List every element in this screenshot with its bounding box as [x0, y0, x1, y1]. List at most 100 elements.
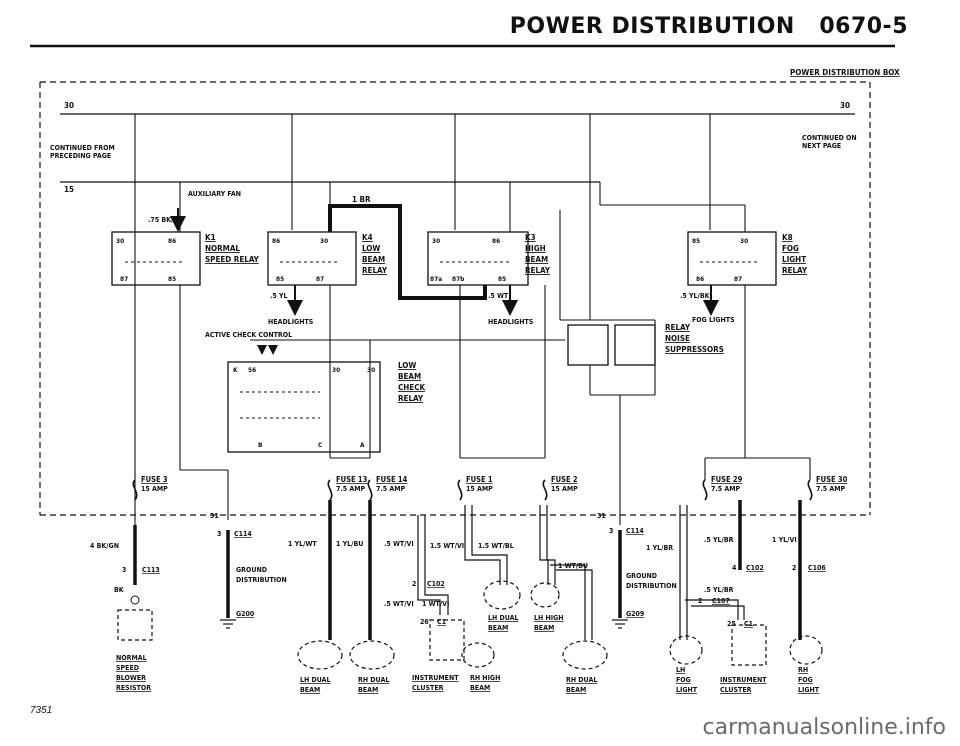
- ground-g209: G209: [626, 610, 644, 618]
- page-header: POWER DISTRIBUTION 0670-5: [510, 14, 908, 39]
- k8-id: K8: [782, 233, 793, 242]
- lh-dual-low-beam-shape: [297, 640, 343, 670]
- ground-2-line2: DISTRIBUTION: [626, 582, 677, 590]
- k4-pin-85: 85: [276, 275, 284, 283]
- k3-name-1: HIGH: [525, 244, 546, 253]
- k8-name-1: FOG: [782, 244, 799, 253]
- jumper-1br-wire: [328, 204, 487, 300]
- rh-dual-low2-label-2: BEAM: [566, 686, 586, 694]
- rh-fog-label-1: RH: [798, 666, 808, 674]
- noise-suppressor-2: [614, 324, 656, 366]
- pin31b-label: 31: [597, 512, 606, 520]
- bus-lines: [60, 113, 855, 183]
- ground-g200: G200: [236, 610, 255, 618]
- inst2-label-1: INSTRUMENT: [720, 676, 767, 684]
- fuse-name: FUSE 30: [816, 475, 848, 484]
- wire-5ylbk-label: .5 YL/BK: [680, 292, 711, 300]
- wire-ylvi1-label: 1 YL/VI: [772, 536, 797, 544]
- c113-pin: 3: [122, 566, 126, 574]
- c1b-pin: 25: [727, 620, 736, 628]
- c102a-pin: 2: [412, 580, 416, 588]
- blower-connector-circle: [130, 595, 140, 605]
- headlights-left-arrow: [287, 300, 303, 316]
- fuse-symbol: [457, 479, 463, 501]
- k4-pin-87: 87: [316, 275, 324, 283]
- fuse-symbol: [542, 479, 548, 501]
- k3-id: K3: [525, 233, 536, 242]
- pin31a-label: 31: [210, 512, 219, 520]
- lh-dual-high-label-2: BEAM: [488, 624, 508, 632]
- wire-1br-label: 1 BR: [352, 195, 371, 204]
- k3-pin-86: 86: [492, 237, 500, 245]
- rh-dual-low-label-1: RH DUAL: [358, 676, 389, 684]
- lbc-pin-56: 56: [248, 366, 256, 374]
- rh-dual-low-label-2: BEAM: [358, 686, 378, 694]
- wire-bk-label: BK: [114, 586, 125, 594]
- rh-dual-low2-label-1: RH DUAL: [566, 676, 597, 684]
- lh-dual-high-beam-shape: [483, 580, 521, 610]
- fuse-amp: 7.5 AMP: [711, 485, 740, 493]
- relay-boxes: [111, 231, 777, 453]
- check-control-arrow-1: [257, 345, 267, 355]
- watermark: carmanualsonline.info: [702, 715, 946, 740]
- lbc-name-3: CHECK: [398, 383, 426, 392]
- rh-high-label-2: BEAM: [470, 684, 490, 692]
- fuse-name: FUSE 2: [551, 475, 578, 484]
- k4-id: K4: [362, 233, 373, 242]
- continued-on-1: CONTINUED ON: [802, 134, 857, 142]
- lh-fog-label-1: LH: [676, 666, 685, 674]
- wire-ylbr5-label: .5 YL/BR: [704, 536, 734, 544]
- k3-name-3: RELAY: [525, 266, 551, 275]
- relay-k3-box: [427, 231, 529, 286]
- ground-symbols: [220, 619, 628, 629]
- k1-pin-85: 85: [168, 275, 176, 283]
- noise-label-2: NOISE: [665, 334, 690, 343]
- k4-pin-30: 30: [320, 237, 328, 245]
- k8-name-2: LIGHT: [782, 255, 806, 264]
- k8-name-3: RELAY: [782, 266, 808, 275]
- k3-pin-85: 85: [498, 275, 506, 283]
- blower-label-3: BLOWER: [116, 674, 146, 682]
- continued-from-2: PRECEDING PAGE: [50, 152, 111, 160]
- c114a-pin: 3: [217, 530, 221, 538]
- wire-wtvi5-label: .5 WT/VI: [384, 540, 414, 548]
- wire-ylbr5b-label: .5 YL/BR: [704, 586, 734, 594]
- fuse-symbol: [132, 479, 138, 501]
- instrument-cluster-1-shape: [429, 619, 465, 661]
- harness-wires: [133, 500, 802, 640]
- bus-15-label: 15: [64, 185, 74, 194]
- lh-high-label-2: BEAM: [534, 624, 554, 632]
- noise-label-3: SUPPRESSORS: [665, 345, 724, 354]
- continued-from-1: CONTINUED FROM: [50, 144, 115, 152]
- wire-5yl-label: .5 YL: [270, 292, 288, 300]
- headlights-right-arrow: [502, 300, 518, 316]
- blower-label-1: NORMAL: [116, 654, 147, 662]
- rh-fog-label-2: FOG: [798, 676, 813, 684]
- k8-pin-85: 85: [692, 237, 700, 245]
- blower-label-4: RESISTOR: [116, 684, 151, 692]
- rh-fog-light-shape: [789, 635, 823, 665]
- noise-suppressor-1: [567, 324, 609, 366]
- c114b-label: C114: [626, 527, 644, 535]
- fog-lights-arrow: [703, 300, 719, 316]
- box-title: POWER DISTRIBUTION BOX: [790, 68, 900, 77]
- c107-label: C107: [712, 597, 730, 605]
- k4-name-3: RELAY: [362, 266, 388, 275]
- fuse-name: FUSE 14: [376, 475, 408, 484]
- fuse-name: FUSE 3: [141, 475, 168, 484]
- rh-high-label-1: RH HIGH: [470, 674, 500, 682]
- continued-on-2: NEXT PAGE: [802, 142, 841, 150]
- low-beam-check-relay-box: [227, 361, 381, 453]
- lbc-pin-a: A: [360, 441, 365, 449]
- fuse-symbol: [327, 479, 333, 501]
- bus-30-right-label: 30: [840, 101, 850, 110]
- wire-5wt-label: .5 WT: [488, 292, 509, 300]
- aux-fan-label: AUXILIARY FAN: [188, 190, 241, 198]
- fuse-symbol: [807, 479, 813, 501]
- distribution-box-outline: [39, 81, 871, 516]
- lbc-name-2: BEAM: [398, 372, 421, 381]
- rh-dual-low-beam-2-shape: [562, 640, 608, 670]
- wire-ylbu-label: 1 YL/BU: [336, 540, 363, 548]
- check-control-arrow-2: [268, 345, 278, 355]
